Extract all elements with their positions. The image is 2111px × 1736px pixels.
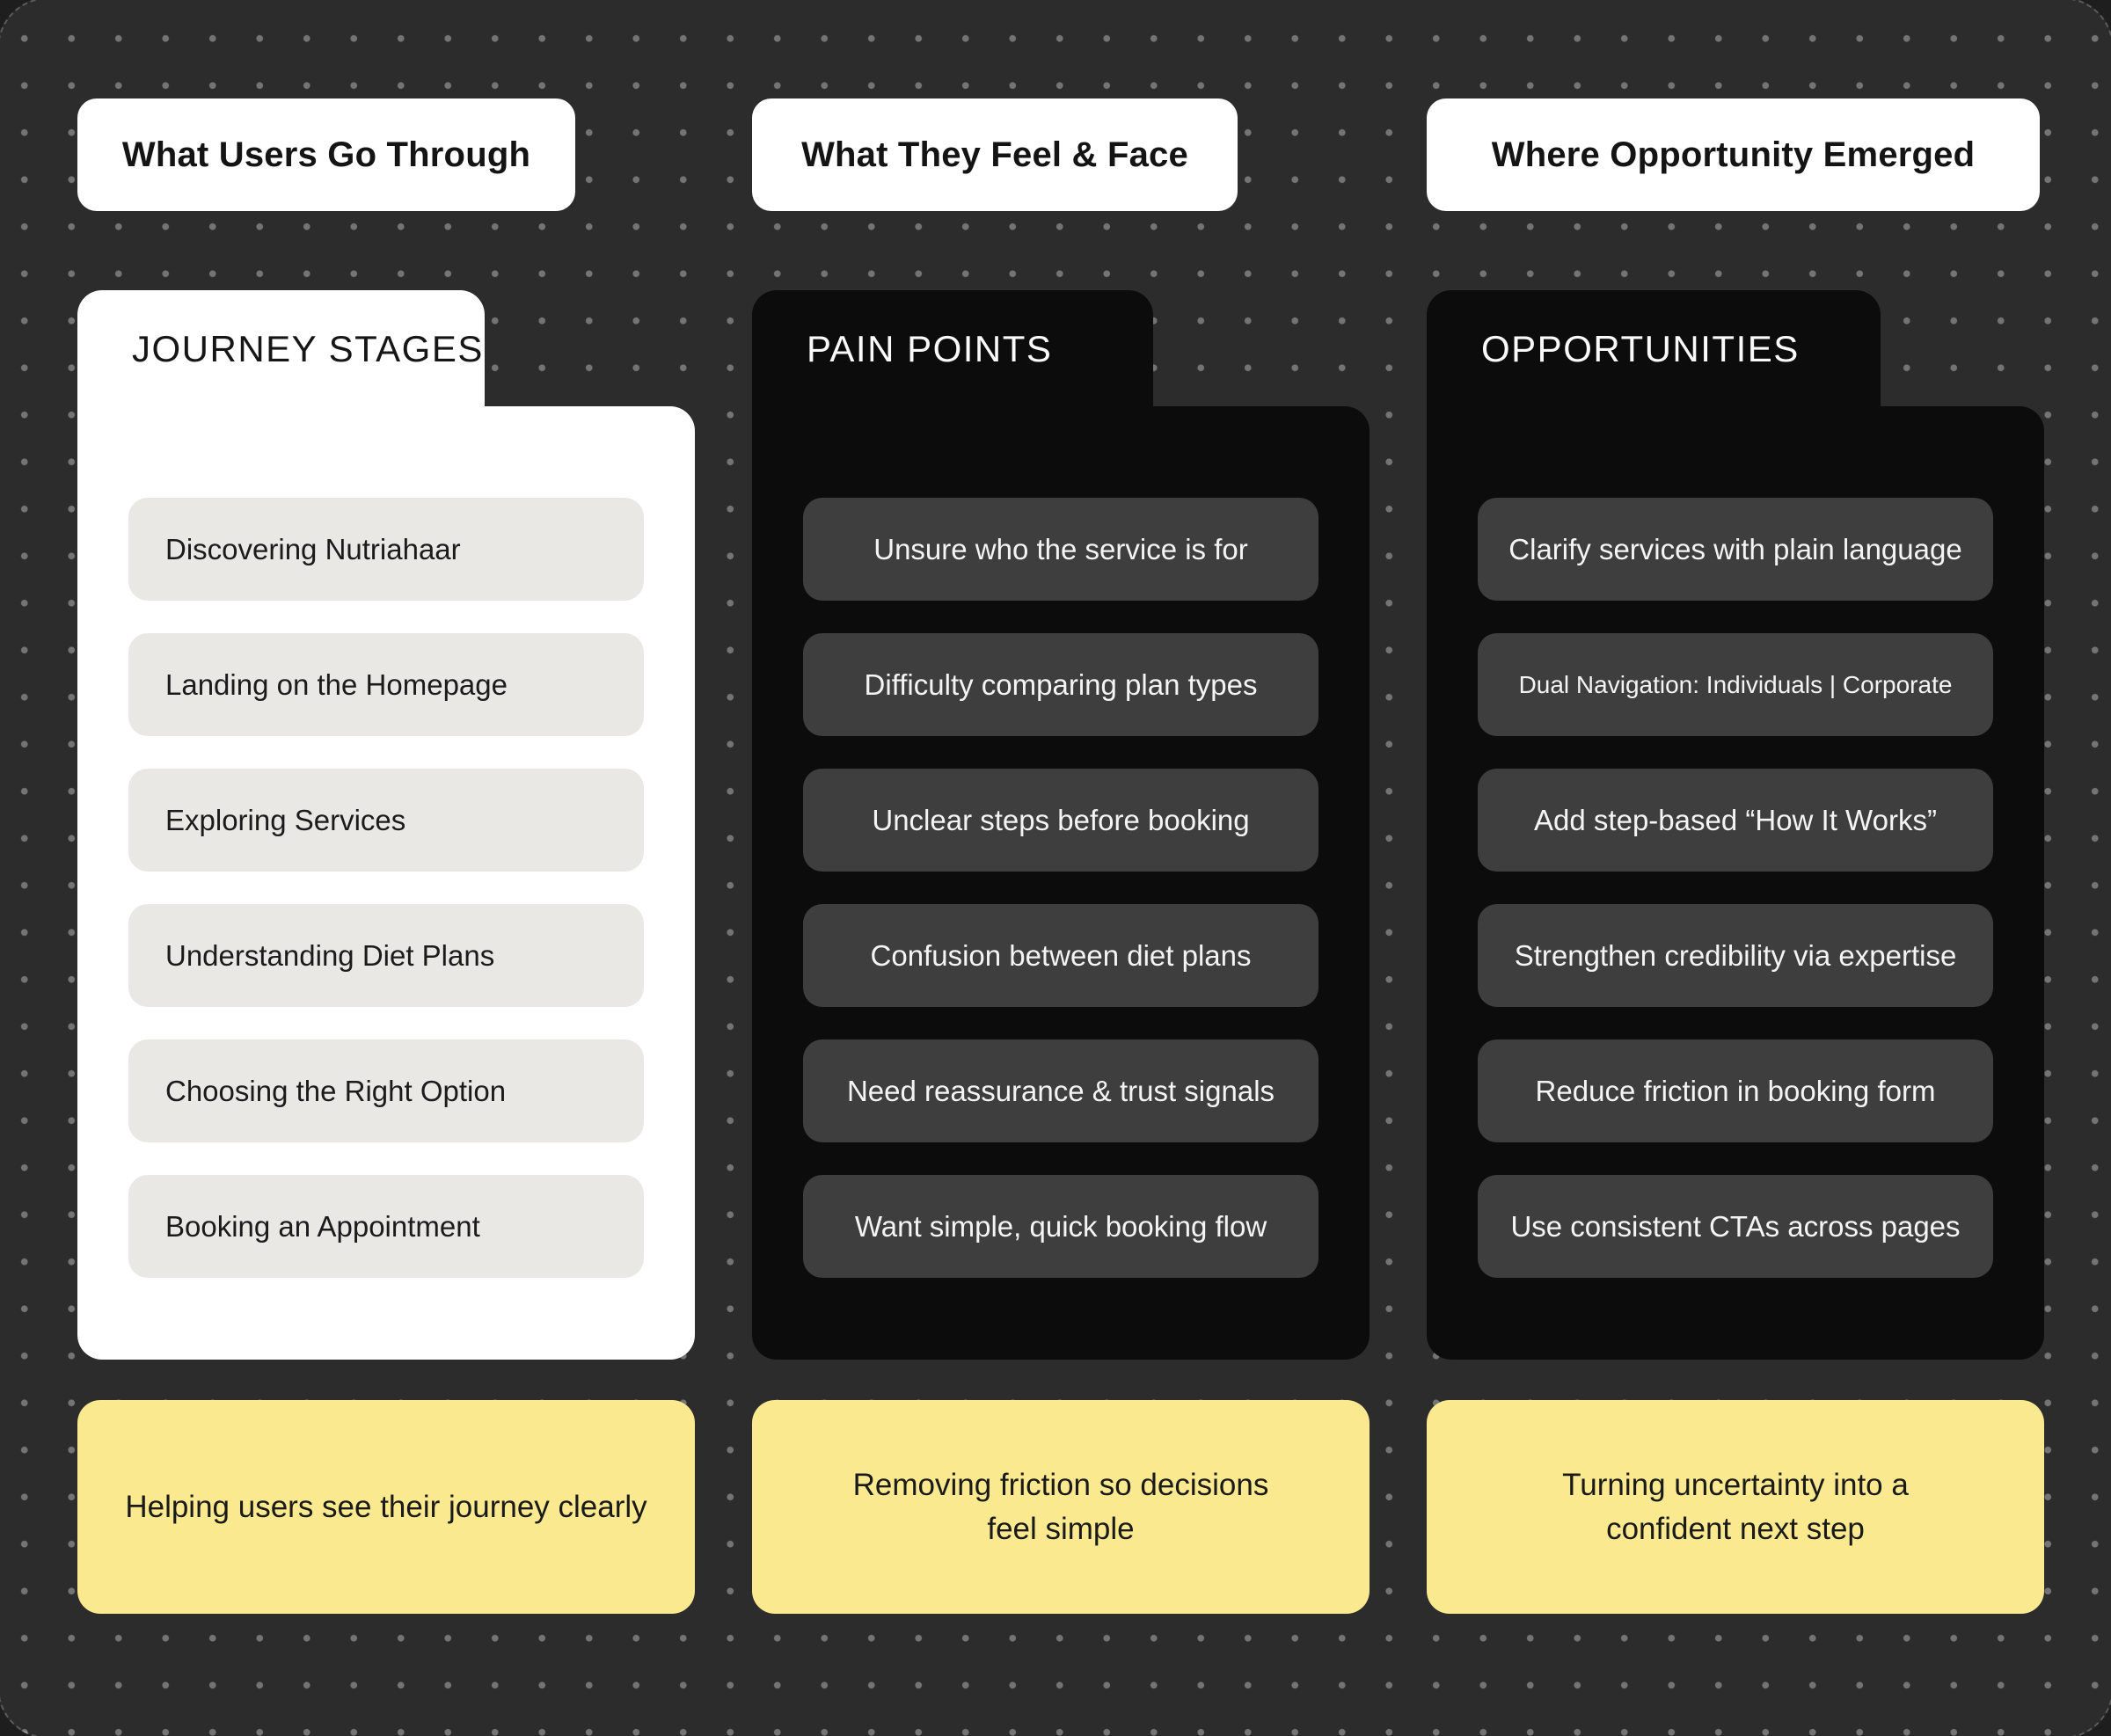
pain-point-item: Confusion between diet plans — [803, 904, 1318, 1007]
tab-journey-stages: JOURNEY STAGES — [77, 290, 485, 408]
summary-pain-points: Removing friction so decisions feel simp… — [752, 1400, 1370, 1614]
opportunity-item-label: Strengthen credibility via expertise — [1514, 938, 1957, 972]
summary-opportunities-label: Turning uncertainty into a confident nex… — [1562, 1467, 1909, 1546]
header-opportunities: Where Opportunity Emerged — [1427, 98, 2040, 211]
summary-journey-label: Helping users see their journey clearly — [125, 1489, 647, 1524]
opportunity-item-label: Use consistent CTAs across pages — [1510, 1209, 1961, 1243]
journey-stages-card: Discovering Nutriahaar Landing on the Ho… — [77, 406, 695, 1360]
header-journey: What Users Go Through — [77, 98, 575, 211]
opportunity-item: Reduce friction in booking form — [1478, 1039, 1993, 1142]
opportunity-item: Dual Navigation: Individuals | Corporate — [1478, 633, 1993, 736]
tab-opportunities: OPPORTUNITIES — [1427, 290, 1881, 408]
pain-point-item-label: Confusion between diet plans — [870, 938, 1252, 972]
journey-stage-item-label: Exploring Services — [165, 803, 406, 836]
pain-point-item-label: Difficulty comparing plan types — [864, 667, 1258, 701]
tab-opportunities-label: OPPORTUNITIES — [1481, 328, 1800, 369]
journey-stage-item: Landing on the Homepage — [128, 633, 644, 736]
summary-opportunities: Turning uncertainty into a confident nex… — [1427, 1400, 2044, 1614]
journey-stage-item: Understanding Diet Plans — [128, 904, 644, 1007]
journey-stage-item-label: Understanding Diet Plans — [165, 938, 495, 972]
tab-journey-stages-label: JOURNEY STAGES — [132, 328, 484, 369]
pain-point-item: Want simple, quick booking flow — [803, 1175, 1318, 1278]
summary-journey: Helping users see their journey clearly — [77, 1400, 695, 1614]
header-pain-points-label: What They Feel & Face — [801, 135, 1188, 174]
header-pain-points: What They Feel & Face — [752, 98, 1238, 211]
pain-point-item-label: Need reassurance & trust signals — [846, 1074, 1275, 1107]
summary-pain-points-label: Removing friction so decisions feel simp… — [852, 1467, 1269, 1546]
pain-point-item: Need reassurance & trust signals — [803, 1039, 1318, 1142]
pain-point-item: Unsure who the service is for — [803, 498, 1318, 601]
journey-stage-item: Booking an Appointment — [128, 1175, 644, 1278]
opportunity-item-label: Clarify services with plain language — [1508, 532, 1962, 565]
journey-stage-item: Discovering Nutriahaar — [128, 498, 644, 601]
header-journey-label: What Users Go Through — [121, 135, 531, 174]
opportunity-item-label: Add step-based “How It Works” — [1534, 803, 1937, 836]
journey-stage-item-label: Choosing the Right Option — [165, 1074, 507, 1107]
pain-point-item: Unclear steps before booking — [803, 769, 1318, 872]
opportunity-item: Strengthen credibility via expertise — [1478, 904, 1993, 1007]
opportunities-card: Clarify services with plain language Dua… — [1427, 406, 2044, 1360]
pain-point-item-label: Want simple, quick booking flow — [854, 1209, 1267, 1243]
opportunity-item: Clarify services with plain language — [1478, 498, 1993, 601]
journey-stage-item-label: Landing on the Homepage — [165, 667, 508, 701]
header-opportunities-label: Where Opportunity Emerged — [1491, 135, 1976, 174]
opportunity-item: Use consistent CTAs across pages — [1478, 1175, 1993, 1278]
journey-stage-item-label: Discovering Nutriahaar — [165, 532, 461, 565]
journey-stage-item: Exploring Services — [128, 769, 644, 872]
opportunity-item: Add step-based “How It Works” — [1478, 769, 1993, 872]
pain-point-item-label: Unclear steps before booking — [872, 803, 1250, 836]
journey-stage-item: Choosing the Right Option — [128, 1039, 644, 1142]
pain-points-card: Unsure who the service is for Difficulty… — [752, 406, 1370, 1360]
opportunity-item-label: Reduce friction in booking form — [1535, 1074, 1936, 1107]
pain-point-item: Difficulty comparing plan types — [803, 633, 1318, 736]
journey-stage-item-label: Booking an Appointment — [165, 1209, 480, 1243]
opportunity-item-label: Dual Navigation: Individuals | Corporate — [1518, 670, 1953, 698]
tab-pain-points: PAIN POINTS — [752, 290, 1153, 408]
tab-pain-points-label: PAIN POINTS — [807, 328, 1053, 369]
pain-point-item-label: Unsure who the service is for — [873, 532, 1248, 565]
